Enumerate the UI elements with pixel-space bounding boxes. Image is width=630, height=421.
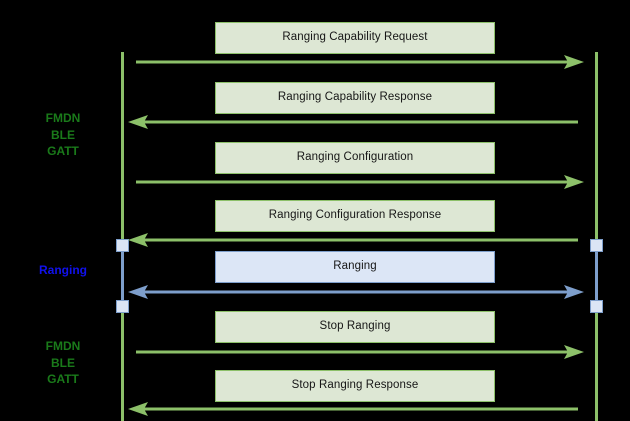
message-box-ranging-configuration-response: Ranging Configuration Response [215, 200, 495, 232]
right-activation-end-node [590, 300, 603, 313]
arrow-stop-ranging-response [126, 401, 586, 417]
left-lifeline-upper [121, 52, 124, 248]
right-lifeline-lower [595, 303, 598, 421]
side-label-line: FMDN [45, 339, 81, 353]
message-label: Ranging Configuration [296, 151, 414, 164]
message-box-ranging-configuration: Ranging Configuration [215, 142, 495, 174]
arrow-ranging-configuration [126, 174, 586, 190]
arrow-ranging-configuration-response [126, 232, 586, 248]
side-label-line: BLE [51, 127, 75, 142]
arrow-stop-ranging [126, 344, 586, 360]
message-box-ranging-capability-response: Ranging Capability Response [215, 82, 495, 114]
side-label-line: GATT [47, 372, 79, 387]
side-label-ranging: Ranging [18, 262, 108, 279]
left-lifeline-lower [121, 303, 124, 421]
side-label-line: GATT [47, 144, 79, 159]
side-label-fmdn-ble-gatt-top: FMDN BLE GATT [18, 110, 108, 160]
message-box-ranging: Ranging [215, 251, 495, 283]
left-activation-bar [121, 245, 124, 307]
message-label: Ranging [333, 260, 377, 273]
side-label-line: FMDN [45, 111, 81, 125]
message-label: Ranging Capability Request [282, 31, 428, 44]
left-activation-start-node [116, 239, 129, 252]
arrow-ranging-capability-request [126, 54, 586, 70]
message-label: Stop Ranging [319, 320, 391, 333]
right-lifeline-upper [595, 52, 598, 248]
message-label: Ranging Capability Response [277, 91, 433, 104]
right-activation-bar [595, 245, 598, 307]
message-box-stop-ranging-response: Stop Ranging Response [215, 370, 495, 402]
message-label: Ranging Configuration Response [268, 209, 442, 222]
arrow-ranging-capability-response [126, 114, 586, 130]
side-label-line: BLE [51, 355, 75, 370]
left-activation-end-node [116, 300, 129, 313]
side-label-fmdn-ble-gatt-bottom: FMDN BLE GATT [18, 338, 108, 388]
message-label: Stop Ranging Response [291, 379, 419, 392]
message-box-ranging-capability-request: Ranging Capability Request [215, 22, 495, 54]
message-box-stop-ranging: Stop Ranging [215, 311, 495, 343]
side-label-line: Ranging [39, 263, 87, 277]
arrow-ranging-bidirectional [126, 284, 586, 300]
right-activation-start-node [590, 239, 603, 252]
